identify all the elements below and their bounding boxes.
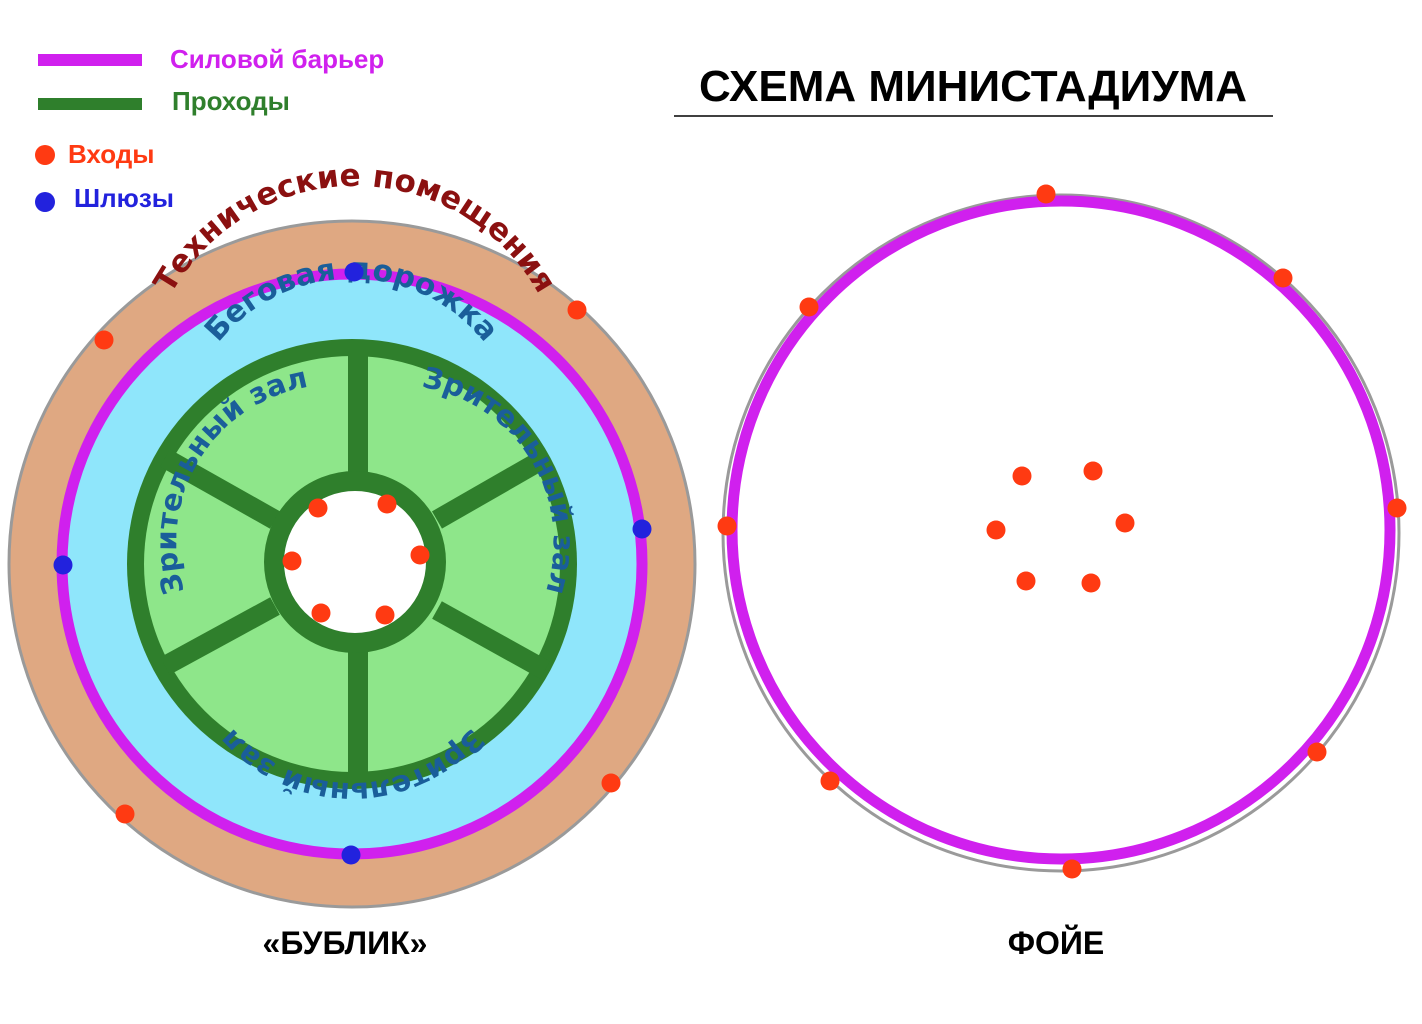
entrance-marker xyxy=(1387,498,1407,518)
legend-airlocks-label: Шлюзы xyxy=(74,183,174,213)
legend-item-airlocks: Шлюзы xyxy=(35,183,174,213)
entrance-marker xyxy=(1115,513,1135,533)
entrance-marker xyxy=(717,516,737,536)
svg-text:СХЕМА МИНИСТАДИУМА: СХЕМА МИНИСТАДИУМА xyxy=(699,62,1247,111)
passage-spoke xyxy=(160,597,280,675)
legend: Силовой барьер Проходы Входы Шлюзы xyxy=(35,44,384,213)
legend-item-barrier: Силовой барьер xyxy=(38,44,384,74)
entrance-marker xyxy=(601,773,621,793)
foyer-entrances xyxy=(717,184,1407,879)
airlock-dot-icon xyxy=(35,192,55,212)
entrance-marker xyxy=(1062,859,1082,879)
entrance-marker xyxy=(1012,466,1032,486)
passage-spoke xyxy=(160,449,280,529)
donut-airlocks xyxy=(53,262,652,865)
legend-entrances-label: Входы xyxy=(68,139,155,169)
entrance-marker xyxy=(282,551,302,571)
airlock-marker xyxy=(341,845,361,865)
foyer-plan: ФОЙЕ xyxy=(717,184,1407,961)
airlock-marker xyxy=(632,519,652,539)
entrance-marker xyxy=(1081,573,1101,593)
entrance-marker xyxy=(820,771,840,791)
entrance-dot-icon xyxy=(35,145,55,165)
donut-entrances xyxy=(94,300,621,824)
entrance-marker xyxy=(1273,268,1293,288)
passage-spokes xyxy=(160,354,550,778)
foyer-caption: ФОЙЕ xyxy=(1008,925,1105,961)
entrance-marker xyxy=(799,297,819,317)
entrance-marker xyxy=(375,605,395,625)
entrance-marker xyxy=(308,498,328,518)
entrance-marker xyxy=(94,330,114,350)
donut-plan: Технические помещения Беговая дорожка Зр… xyxy=(7,158,697,961)
passage-spoke xyxy=(432,449,550,529)
airlock-marker xyxy=(344,262,364,282)
diagram-title: СХЕМА МИНИСТАДИУМА xyxy=(674,62,1273,117)
entrance-marker xyxy=(1083,461,1103,481)
legend-item-passages: Проходы xyxy=(38,86,290,116)
legend-passages-label: Проходы xyxy=(172,86,290,116)
inner-passage-ring xyxy=(264,471,446,653)
airlock-marker xyxy=(53,555,73,575)
passage-spoke xyxy=(432,601,550,679)
legend-barrier-label: Силовой барьер xyxy=(170,44,384,74)
entrance-marker xyxy=(567,300,587,320)
entrance-marker xyxy=(1016,571,1036,591)
entrance-marker xyxy=(311,603,331,623)
entrance-marker xyxy=(1036,184,1056,204)
donut-caption: «БУБЛИК» xyxy=(263,925,428,961)
entrance-marker xyxy=(1307,742,1327,762)
entrance-marker xyxy=(115,804,135,824)
entrance-marker xyxy=(410,545,430,565)
foyer-force-barrier xyxy=(726,195,1396,865)
legend-item-entrances: Входы xyxy=(35,139,155,169)
passages-swatch xyxy=(38,98,142,110)
entrance-marker xyxy=(377,494,397,514)
barrier-swatch xyxy=(38,54,142,66)
entrance-marker xyxy=(986,520,1006,540)
